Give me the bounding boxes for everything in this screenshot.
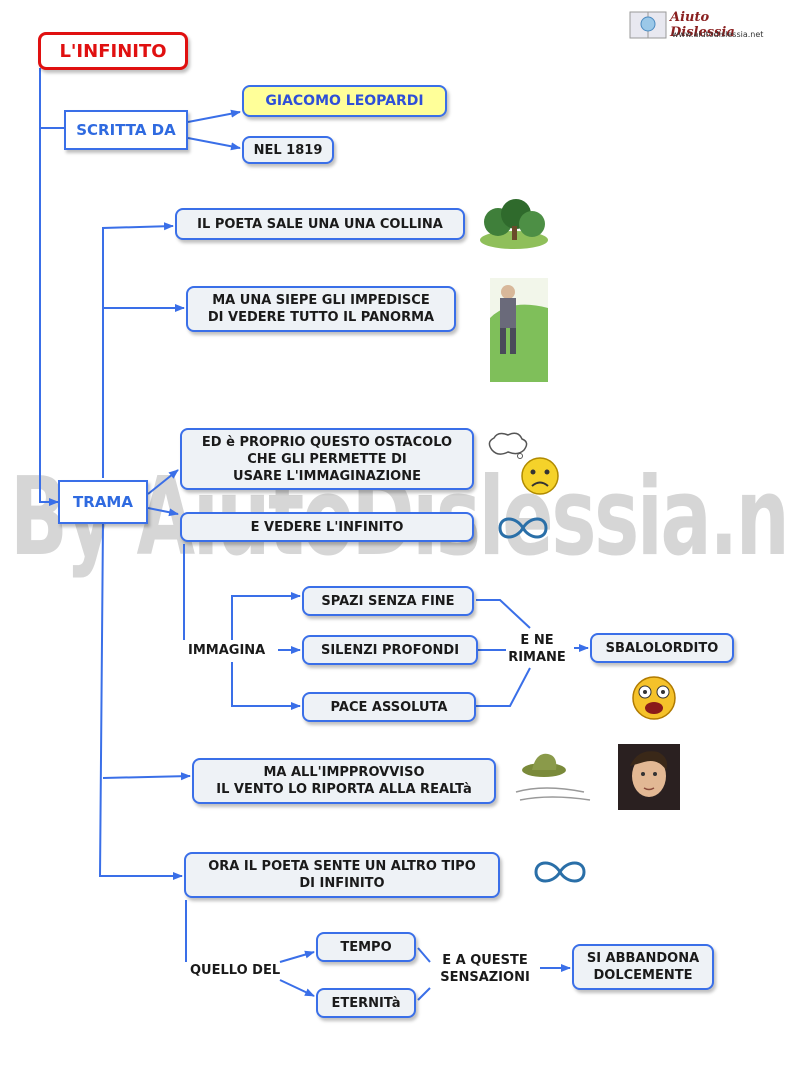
trama-label: TRAMA: [58, 480, 148, 524]
silenzi-node: SILENZI PROFONDI: [302, 635, 478, 665]
pace-node: PACE ASSOLUTA: [302, 692, 476, 722]
leopardi-portrait-icon: [618, 744, 680, 810]
spazi-node: SPAZI SENZA FINE: [302, 586, 474, 616]
eternita-node: ETERNITà: [316, 988, 416, 1018]
logo-url: www.aiutodislessia.net: [672, 30, 764, 39]
scritta-da-label: SCRITTA DA: [64, 110, 188, 150]
sensazioni-label: E A QUESTE SENSAZIONI: [440, 953, 530, 985]
infinity-icon: [534, 861, 586, 883]
sad-face-icon: [521, 457, 559, 495]
step-collina: IL POETA SALE UNA UNA COLLINA: [175, 208, 465, 240]
shocked-face-icon: [632, 676, 676, 720]
step-vento: MA ALL'IMPPROVVISO IL VENTO LO RIPORTA A…: [192, 758, 496, 804]
rimane-label: E NE RIMANE: [508, 633, 566, 665]
tempo-node: TEMPO: [316, 932, 416, 962]
sbalordito-node: SBALOLORDITO: [590, 633, 734, 663]
year-node: NEL 1819: [242, 136, 334, 164]
abbandona-node: SI ABBANDONA DOLCEMENTE: [572, 944, 714, 990]
aiutodislessia-logo: Aiuto Dislessia www.aiutodislessia.net: [628, 8, 778, 42]
windy-hat-icon: [515, 753, 591, 801]
book-icon: [629, 11, 667, 39]
step-altro-infinito: ORA IL POETA SENTE UN ALTRO TIPO DI INFI…: [184, 852, 500, 898]
author-node: GIACOMO LEOPARDI: [242, 85, 447, 117]
quello-del-label: QUELLO DEL: [190, 963, 281, 978]
step-siepe: MA UNA SIEPE GLI IMPEDISCE DI VEDERE TUT…: [186, 286, 456, 332]
hill-icon: [480, 199, 548, 249]
hedge-poet-icon: [490, 278, 548, 382]
infinity-icon: [498, 517, 548, 539]
map-title: L'INFINITO: [38, 32, 188, 70]
immagina-label: IMMAGINA: [188, 643, 266, 658]
step-infinito: E VEDERE L'INFINITO: [180, 512, 474, 542]
step-ostacolo: ED è PROPRIO QUESTO OSTACOLO CHE GLI PER…: [180, 428, 474, 490]
thought-cloud-icon: [488, 432, 528, 459]
logo-brand: Aiuto Dislessia: [670, 10, 735, 40]
